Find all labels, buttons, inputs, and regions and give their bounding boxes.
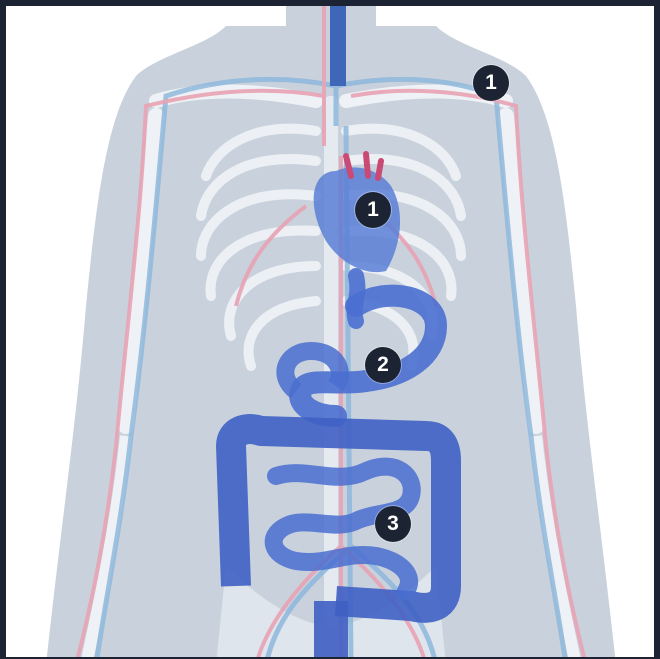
anatomy-illustration: [6, 6, 654, 659]
marker-1-shoulder[interactable]: 1: [473, 65, 509, 101]
marker-2-stomach[interactable]: 2: [365, 347, 401, 383]
marker-3-intestine[interactable]: 3: [375, 506, 411, 542]
vena-cava: [330, 6, 346, 86]
marker-1-heart[interactable]: 1: [355, 192, 391, 228]
